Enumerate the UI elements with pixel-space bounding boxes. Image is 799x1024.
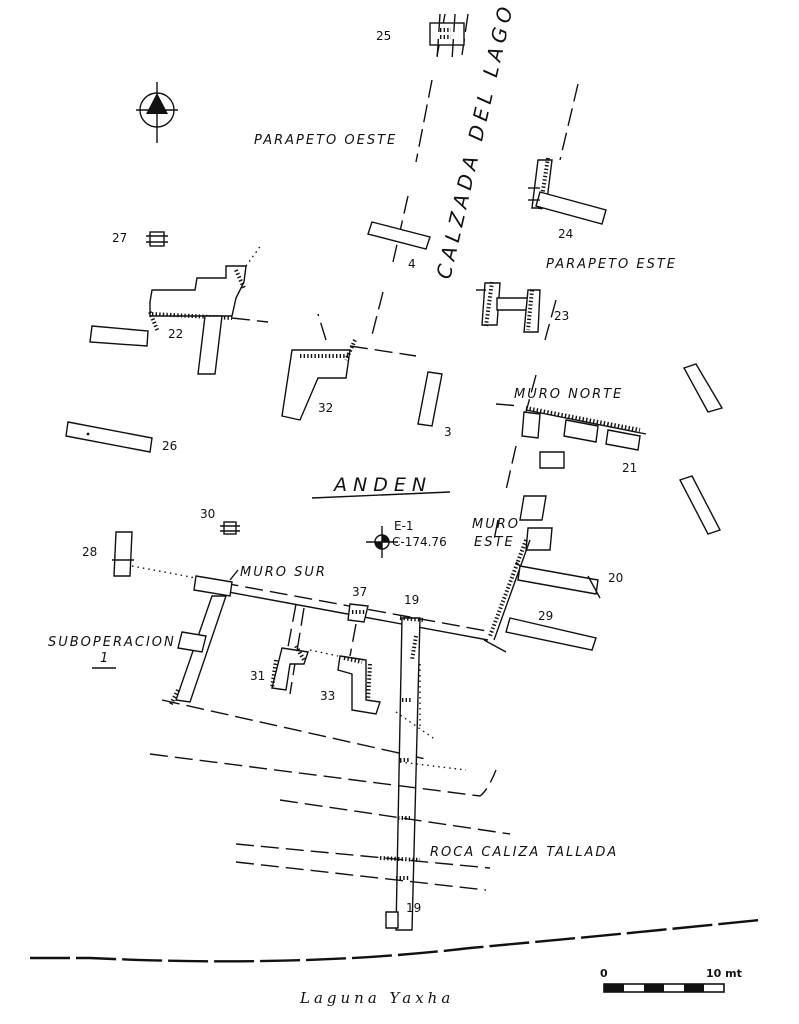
excavation-unit-24 bbox=[528, 157, 607, 225]
excavation-unit-4 bbox=[367, 221, 431, 250]
unit-number-23: 23 bbox=[554, 309, 569, 323]
label-muro-este-line1: MURO bbox=[472, 517, 520, 532]
excavation-unit-25 bbox=[429, 13, 465, 61]
unit-number-3: 3 bbox=[444, 425, 452, 439]
excavation-unit-3 bbox=[417, 371, 443, 427]
muro-sur-wall bbox=[193, 569, 493, 641]
scale-bar: 0 10 mt bbox=[600, 967, 742, 993]
unit-number-31: 31 bbox=[250, 669, 265, 683]
unit-number-19: 19 bbox=[404, 593, 419, 607]
muro-este-wall bbox=[483, 495, 601, 653]
unit-number-29: 29 bbox=[538, 609, 553, 623]
excavation-unit-28 bbox=[112, 531, 197, 579]
unit-number-32: 32 bbox=[318, 401, 333, 415]
unit-number-4: 4 bbox=[408, 257, 416, 271]
label-parapeto-este: PARAPETO ESTE bbox=[546, 257, 677, 272]
unit-number-20: 20 bbox=[608, 571, 623, 585]
datum-elevation: C-174.76 bbox=[392, 535, 447, 549]
excavation-unit-22 bbox=[89, 243, 269, 375]
unit-number-37: 37 bbox=[352, 585, 367, 599]
unit-number-21: 21 bbox=[622, 461, 637, 475]
muro-norte-wall bbox=[495, 403, 647, 469]
excavation-unit-26 bbox=[65, 421, 153, 453]
excavation-units-31-33-37 bbox=[270, 603, 381, 715]
excavation-unit-32 bbox=[281, 313, 417, 421]
south-terrace-lines bbox=[30, 753, 761, 963]
unit-number-24: 24 bbox=[558, 227, 573, 241]
label-roca-caliza-tallada: ROCA CALIZA TALLADA bbox=[430, 845, 618, 860]
unit-number-22: 22 bbox=[168, 327, 183, 341]
label-suboperacion-number: 1 bbox=[100, 651, 110, 666]
scale-end: 10 mt bbox=[706, 967, 742, 980]
unit-number-25: 25 bbox=[376, 29, 391, 43]
unit-number-33: 33 bbox=[320, 689, 335, 703]
unit-number-27: 27 bbox=[112, 231, 127, 245]
excavation-unit-23 bbox=[476, 281, 541, 333]
label-suboperacion: SUBOPERACION bbox=[48, 635, 176, 650]
label-muro-norte: MURO NORTE bbox=[514, 387, 623, 402]
suboperacion-1-structure bbox=[161, 595, 431, 761]
label-muro-sur: MURO SUR bbox=[240, 565, 327, 580]
causeway-edges bbox=[371, 13, 579, 541]
excavation-unit-30 bbox=[220, 521, 240, 535]
unit-number-30: 30 bbox=[200, 507, 215, 521]
scale-start: 0 bbox=[600, 967, 608, 980]
label-anden: ANDEN bbox=[332, 474, 432, 496]
label-laguna-yaxha: Laguna Yaxha bbox=[299, 989, 454, 1007]
datum-id: E-1 bbox=[394, 519, 414, 533]
datum-point-icon bbox=[366, 526, 398, 558]
north-arrow-icon bbox=[136, 82, 178, 143]
label-muro-este-line2: ESTE bbox=[474, 535, 515, 550]
unit-number-19-south: 19 bbox=[406, 901, 421, 915]
excavation-unit-27 bbox=[146, 231, 168, 247]
anden-underline bbox=[311, 491, 451, 499]
unit-number-26: 26 bbox=[162, 439, 177, 453]
label-parapeto-oeste: PARAPETO OESTE bbox=[254, 133, 397, 148]
excavation-unit-19-trench bbox=[379, 616, 437, 931]
unit-number-28: 28 bbox=[82, 545, 97, 559]
east-units bbox=[679, 363, 724, 535]
